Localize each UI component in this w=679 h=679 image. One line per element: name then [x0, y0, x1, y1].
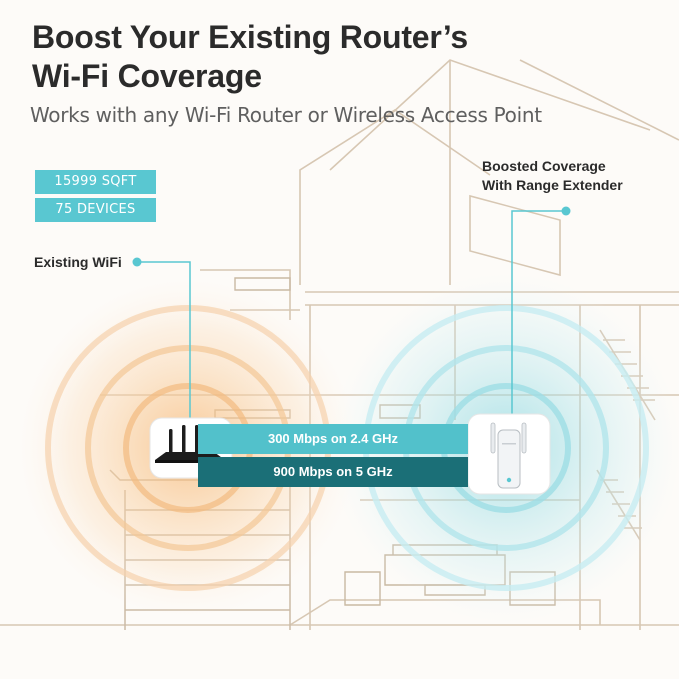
boosted-coverage-label: Boosted Coverage With Range Extender — [482, 157, 623, 195]
boosted-coverage-line-2: With Range Extender — [482, 177, 623, 193]
subtitle: Works with any Wi-Fi Router or Wireless … — [30, 103, 542, 127]
speed-band-5ghz: 900 Mbps on 5 GHz — [198, 457, 468, 487]
devices-badge: 75 DEVICES — [35, 198, 156, 222]
headline-line-1: Boost Your Existing Router’s — [32, 19, 468, 55]
boosted-coverage-line-1: Boosted Coverage — [482, 158, 606, 174]
boosted-coverage-callout — [511, 206, 571, 420]
extender-card — [467, 413, 551, 495]
router-icon — [155, 425, 225, 463]
speed-band-24ghz: 300 Mbps on 2.4 GHz — [198, 424, 468, 454]
headline-line-2: Wi-Fi Coverage — [32, 58, 262, 94]
existing-wifi-callout — [132, 257, 191, 420]
headline: Boost Your Existing Router’s Wi-Fi Cover… — [32, 18, 592, 96]
area-badge: 15999 SQFT — [35, 170, 156, 194]
range-extender-icon — [490, 422, 527, 489]
existing-wifi-label: Existing WiFi — [34, 254, 122, 270]
